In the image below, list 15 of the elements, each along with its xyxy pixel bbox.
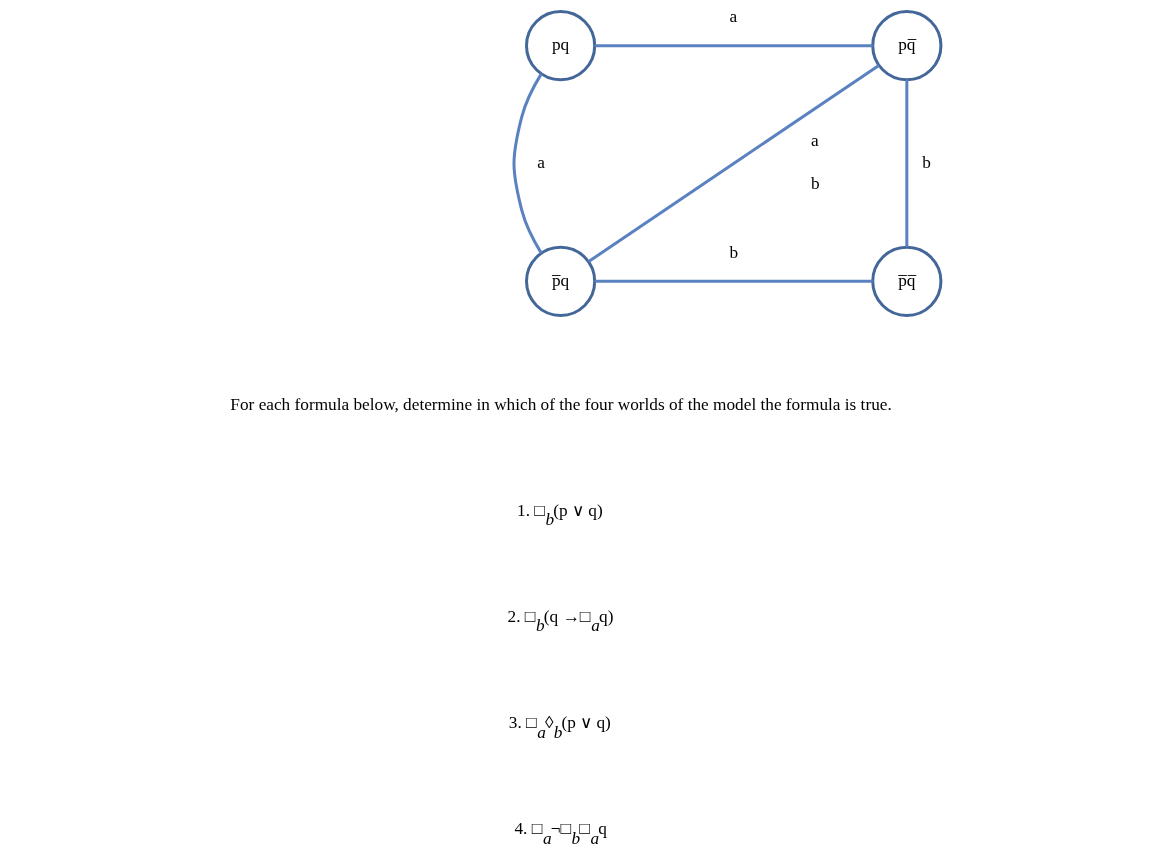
- edge-label: b: [922, 152, 931, 172]
- node-circle: p̅q̅: [871, 245, 943, 317]
- label: For each formula below, determine in which of the four worlds of the model the formula is true.: [230, 395, 892, 415]
- edge-label: a: [729, 7, 738, 27]
- node-circle: pq: [525, 10, 597, 82]
- edge-label: b: [729, 243, 739, 263]
- connector: [587, 64, 880, 263]
- node-circle: pq̅: [871, 10, 943, 82]
- connector: [594, 44, 873, 48]
- node-circle: p̅q: [525, 245, 597, 317]
- connector: [905, 79, 909, 247]
- connector: [594, 279, 873, 283]
- edge-label: a b: [810, 131, 820, 194]
- edge-label: a: [537, 152, 545, 172]
- connector: [512, 73, 543, 254]
